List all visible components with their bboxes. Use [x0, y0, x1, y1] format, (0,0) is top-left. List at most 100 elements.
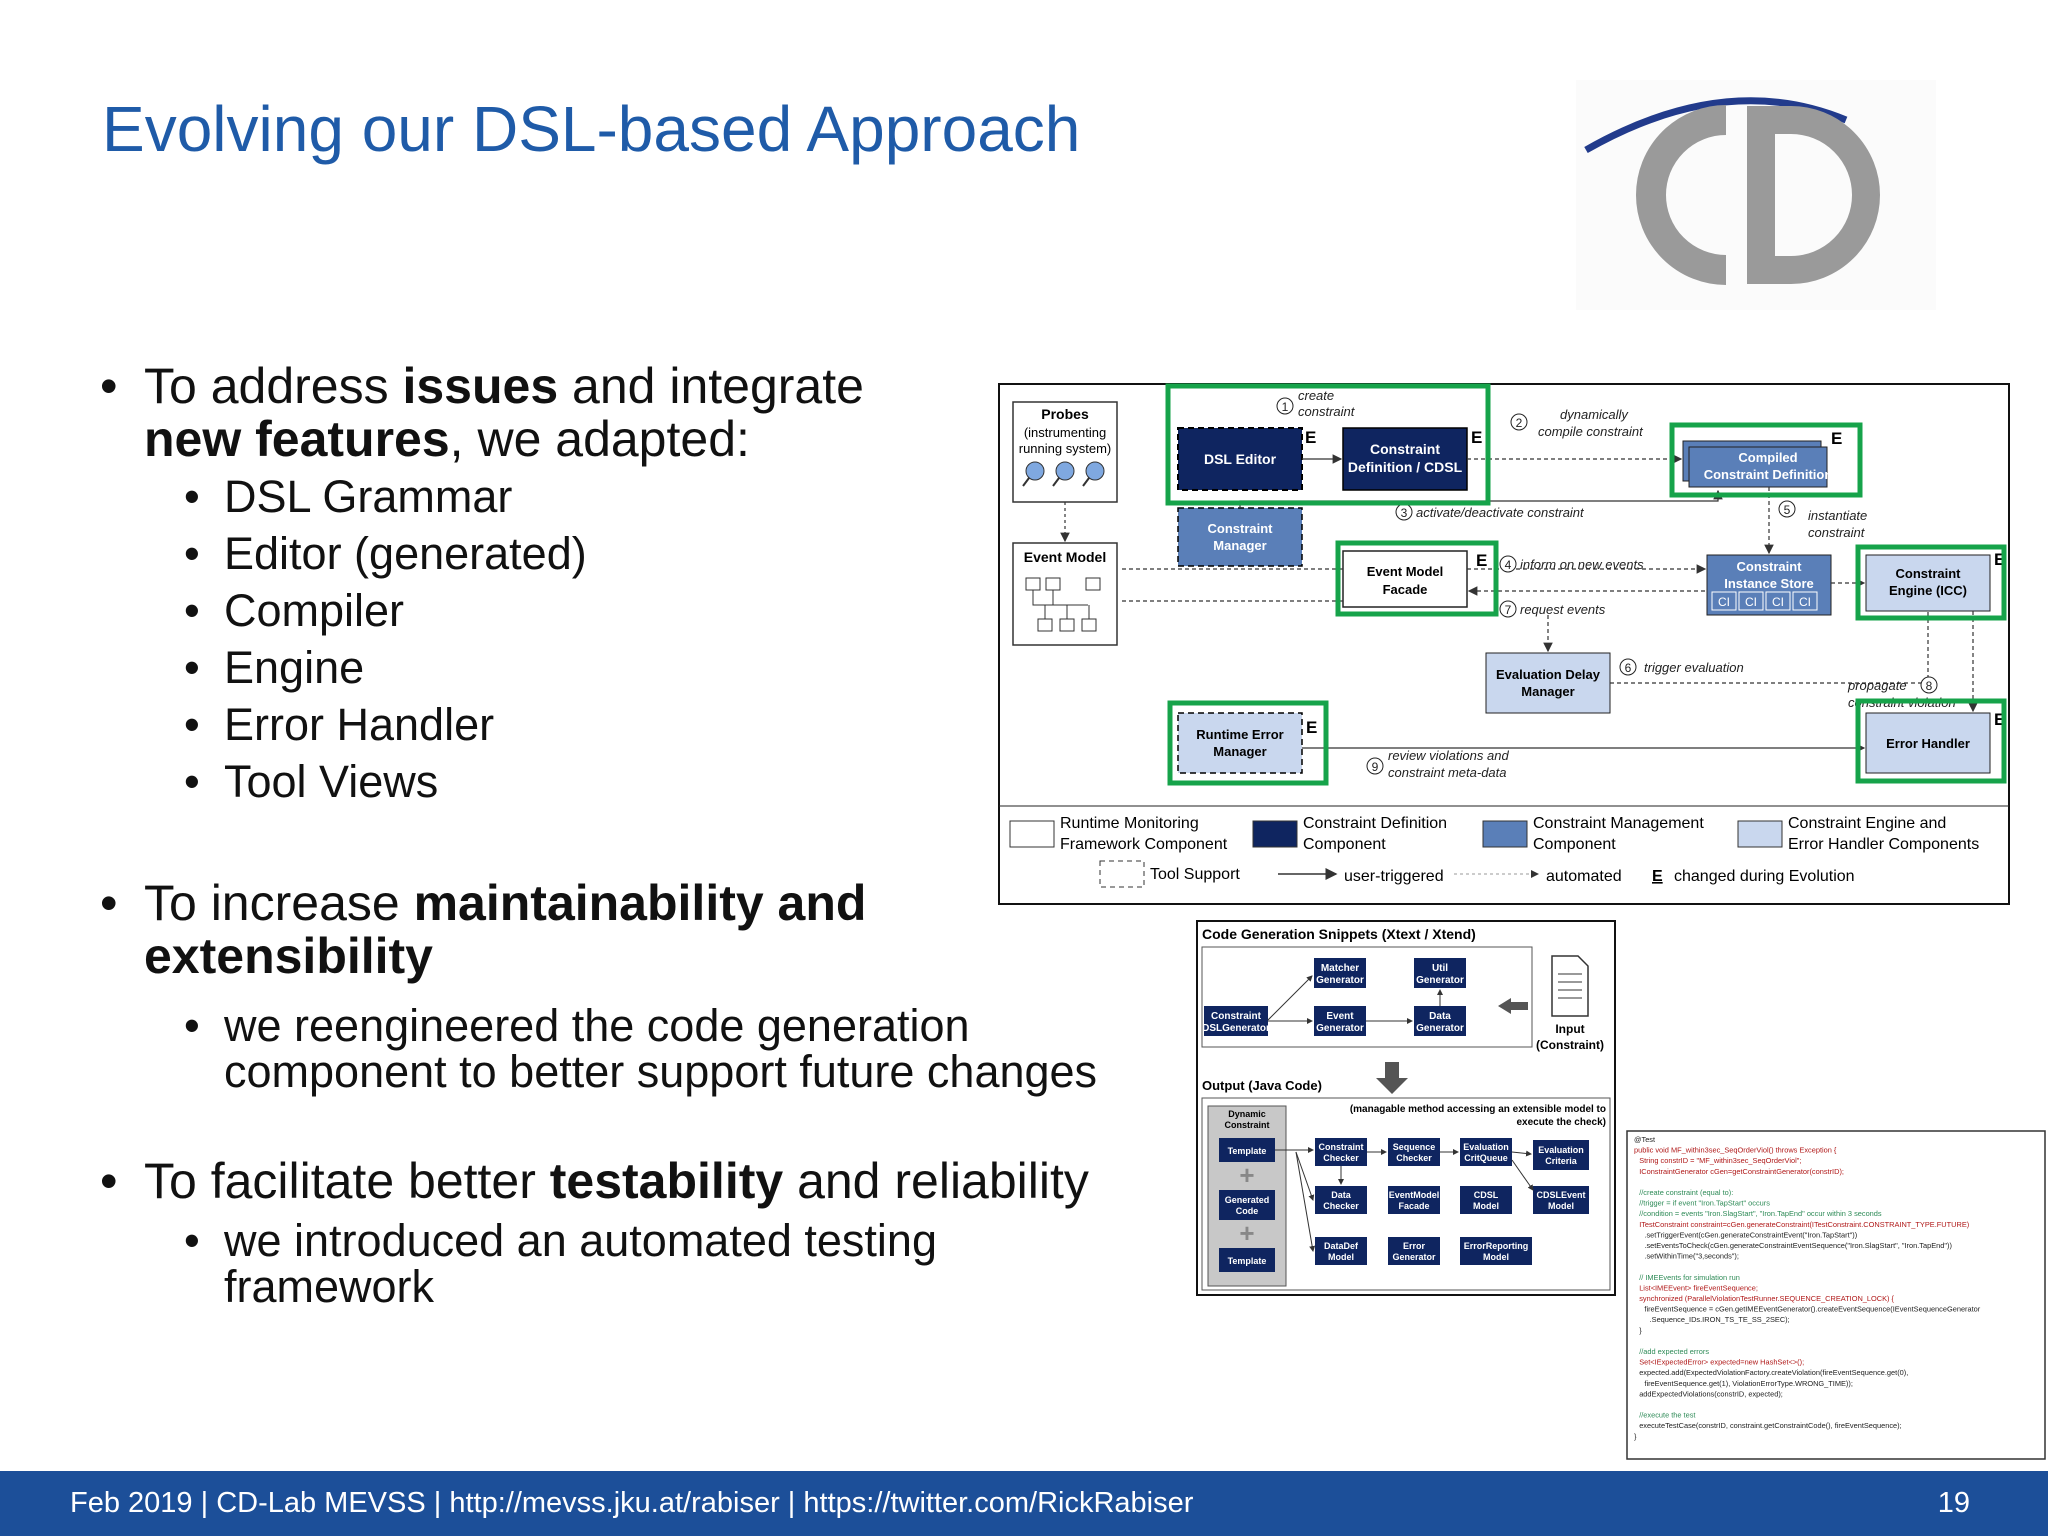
svg-text:Generator: Generator	[1316, 1023, 1364, 1034]
svg-text:Constraint Definition: Constraint Definition	[1303, 815, 1447, 832]
sub-bullet: Tool Views	[100, 759, 1180, 806]
evaluation-delay-manager-box: Evaluation Delay Manager	[1485, 652, 1611, 714]
svg-text:Code Generation Snippets (Xtex: Code Generation Snippets (Xtext / Xtend)	[1202, 926, 1476, 942]
svg-text:(Constraint): (Constraint)	[1536, 1038, 1604, 1052]
svg-text:constraint meta-data: constraint meta-data	[1388, 765, 1507, 780]
code-line: Set<IExpectedError> expected=new HashSet…	[1639, 1358, 1804, 1367]
code-line: //execute the test	[1639, 1411, 1695, 1420]
svg-text:Constraint Engine and: Constraint Engine and	[1788, 815, 1946, 832]
svg-text:Template: Template	[1228, 1256, 1267, 1266]
svg-text:Facade: Facade	[1398, 1201, 1429, 1211]
svg-text:trigger evaluation: trigger evaluation	[1644, 660, 1744, 675]
sub-bullet: Compiler	[100, 588, 1180, 635]
code-line: // IMEEvents for simulation run	[1639, 1273, 1740, 1282]
svg-text:E: E	[1476, 551, 1487, 570]
code-line: fireEventSequence.get(1), ViolationError…	[1644, 1379, 1853, 1388]
code-line: .setWithinTime("3,seconds");	[1644, 1252, 1739, 1261]
svg-text:Model: Model	[1483, 1252, 1509, 1262]
sub-bullet: Error Handler	[100, 702, 1180, 749]
svg-text:Evaluation Delay: Evaluation Delay	[1496, 667, 1601, 682]
svg-text:Framework Component: Framework Component	[1060, 836, 1228, 853]
svg-text:E: E	[1652, 868, 1663, 885]
svg-text:Generated: Generated	[1225, 1195, 1270, 1205]
svg-text:Error: Error	[1403, 1241, 1426, 1251]
svg-text:request events: request events	[1520, 602, 1606, 617]
code-line: //add expected errors	[1639, 1347, 1709, 1356]
svg-text:CritQueue: CritQueue	[1464, 1153, 1508, 1163]
bullet-issues: To address issues and integrate new feat…	[100, 360, 1180, 466]
code-line: executeTestCase(constrID, constraint.get…	[1639, 1421, 1902, 1430]
arrow-left-icon	[1498, 998, 1528, 1014]
svg-text:5: 5	[1784, 503, 1791, 517]
code-line: //condition = events "Iron.SlagStart", "…	[1639, 1209, 1882, 1218]
svg-text:ErrorReporting: ErrorReporting	[1464, 1241, 1529, 1251]
svg-text:Model: Model	[1473, 1201, 1499, 1211]
svg-text:activate/deactivate constraint: activate/deactivate constraint	[1416, 505, 1585, 520]
code-line: fireEventSequence = cGen.getIMEEventGene…	[1644, 1305, 1980, 1314]
code-line: List<IMEEvent> fireEventSequence;	[1639, 1283, 1758, 1292]
sub-bullet: we reengineered the code generationcompo…	[100, 1003, 1180, 1095]
compiled-constraint-box: Compiled Constraint Definition E	[1682, 429, 1842, 488]
svg-text:Compiled: Compiled	[1738, 450, 1797, 465]
svg-text:Runtime Monitoring: Runtime Monitoring	[1060, 815, 1199, 832]
constraint-engine-box: Constraint Engine (ICC) E	[1865, 550, 2005, 612]
code-line: addExpectedViolations(constrID, expected…	[1639, 1389, 1783, 1398]
svg-text:CI: CI	[1718, 595, 1730, 609]
sub-bullet: Editor (generated)	[100, 531, 1180, 578]
code-line: synchronized (ParallelViolationTestRunne…	[1639, 1294, 1894, 1303]
svg-text:(managable method accessing an: (managable method accessing an extensibl…	[1350, 1104, 1606, 1115]
svg-text:Probes: Probes	[1041, 406, 1089, 422]
svg-text:Constraint Management: Constraint Management	[1533, 815, 1704, 832]
svg-text:Code: Code	[1236, 1206, 1259, 1216]
svg-text:CI: CI	[1745, 595, 1757, 609]
svg-text:constraint: constraint	[1808, 525, 1866, 540]
svg-text:propagate: propagate	[1847, 678, 1907, 693]
svg-text:Generator: Generator	[1416, 1023, 1464, 1034]
svg-text:Checker: Checker	[1323, 1153, 1359, 1163]
svg-text:Constraint: Constraint	[1208, 521, 1274, 536]
page-number: 19	[1937, 1487, 1970, 1519]
svg-text:Output (Java Code): Output (Java Code)	[1202, 1078, 1322, 1093]
code-line: expected.add(ExpectedViolationFactory.cr…	[1639, 1368, 1908, 1377]
svg-text:user-triggered: user-triggered	[1344, 868, 1444, 885]
svg-text:Data: Data	[1331, 1190, 1352, 1200]
svg-text:Runtime Error: Runtime Error	[1196, 727, 1283, 742]
svg-text:Constraint: Constraint	[1896, 566, 1962, 581]
svg-text:Generator: Generator	[1316, 975, 1364, 986]
svg-text:1: 1	[1282, 400, 1289, 414]
svg-text:DSLGenerator: DSLGenerator	[1202, 1023, 1270, 1034]
svg-text:Criteria: Criteria	[1545, 1156, 1578, 1166]
svg-text:Util: Util	[1432, 963, 1448, 974]
svg-text:Error Handler: Error Handler	[1886, 736, 1970, 751]
code-line: .setTriggerEvent(cGen.generateConstraint…	[1644, 1230, 1857, 1239]
svg-text:Manager: Manager	[1213, 538, 1266, 553]
bullet-maintainability: To increase maintainability and extensib…	[100, 877, 1180, 983]
slide-title: Evolving our DSL-based Approach	[102, 93, 1081, 165]
svg-text:Constraint: Constraint	[1211, 1011, 1262, 1022]
event-model-box: Event Model	[1012, 542, 1118, 646]
constraint-definition-box: Constraint Definition / CDSL E	[1342, 427, 1482, 491]
svg-text:constraint: constraint	[1298, 404, 1356, 419]
svg-text:Constraint: Constraint	[1737, 559, 1803, 574]
cd-lab-logo	[1576, 80, 1936, 310]
svg-text:Component: Component	[1533, 836, 1616, 853]
diagram-legend: Runtime Monitoring Framework Component C…	[999, 805, 2009, 888]
svg-text:(instrumenting: (instrumenting	[1024, 425, 1106, 440]
sub-bullet: DSL Grammar	[100, 474, 1180, 521]
runtime-error-manager-box: Runtime Error Manager E	[1177, 712, 1317, 774]
evolution-highlights	[1165, 383, 2007, 786]
svg-text:changed during Evolution: changed during Evolution	[1674, 868, 1855, 885]
svg-text:instantiate: instantiate	[1808, 508, 1867, 523]
svg-text:Engine (ICC): Engine (ICC)	[1889, 583, 1967, 598]
svg-text:E: E	[1994, 550, 2005, 569]
svg-text:3: 3	[1401, 506, 1408, 520]
document-icon	[1551, 955, 1589, 1017]
svg-text:Instance Store: Instance Store	[1724, 576, 1814, 591]
svg-text:Data: Data	[1429, 1011, 1451, 1022]
constraint-manager-box: Constraint Manager	[1177, 507, 1303, 567]
svg-text:Constraint Definition: Constraint Definition	[1704, 467, 1833, 482]
svg-text:Evaluation: Evaluation	[1463, 1142, 1509, 1152]
svg-text:execute the check): execute the check)	[1517, 1117, 1607, 1128]
svg-text:Constraint: Constraint	[1225, 1120, 1270, 1130]
